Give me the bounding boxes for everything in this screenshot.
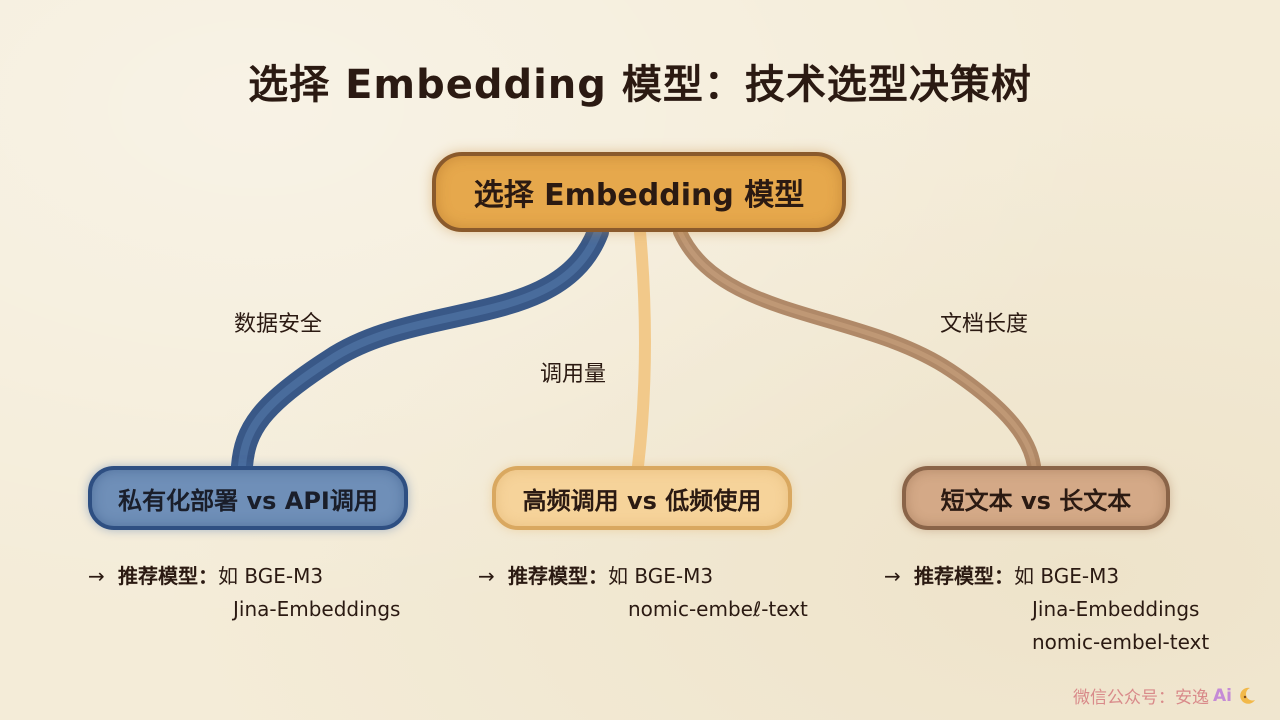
- connector-call-volume: [632, 226, 651, 472]
- model-name: 如 BGE-M3: [1014, 564, 1120, 588]
- model-name: 如 BGE-M3: [608, 564, 714, 588]
- root-node: 选择 Embedding 模型: [432, 152, 846, 232]
- branch-node-label: 高频调用 vs 低频使用: [522, 486, 762, 515]
- watermark-text: 微信公众号：安逸: [1073, 688, 1210, 708]
- page-title: 选择 Embedding 模型：技术选型决策树: [248, 62, 1032, 108]
- branch-node-label: 短文本 vs 长文本: [940, 486, 1132, 515]
- arrow-right-icon: →: [478, 564, 495, 588]
- recommend-prefix: 推荐模型：: [118, 564, 218, 588]
- connector-data-security: [231, 221, 609, 477]
- model-name: nomic-embel-text: [1032, 630, 1210, 654]
- branch-node-frequency: 高频调用 vs 低频使用: [492, 466, 792, 530]
- watermark-ai: Ai: [1213, 685, 1232, 706]
- recommend-prefix: 推荐模型：: [508, 564, 608, 588]
- branch-node-deployment: 私有化部署 vs API调用: [88, 466, 408, 530]
- model-name: 如 BGE-M3: [218, 564, 324, 588]
- recommendation-frequency: → 推荐模型： 如 BGE-M3 nomic-embeℓ-text: [478, 560, 808, 626]
- branch-node-text-length: 短文本 vs 长文本: [902, 466, 1170, 530]
- edge-label-data-security: 数据安全: [234, 312, 323, 337]
- branch-node-label: 私有化部署 vs API调用: [118, 486, 378, 515]
- arrow-right-icon: →: [88, 564, 105, 588]
- model-name: Jina-Embeddings: [233, 597, 401, 621]
- recommendation-text-length: → 推荐模型： 如 BGE-M3 Jina-Embeddings nomic-e…: [884, 560, 1209, 659]
- edge-label-call-volume: 调用量: [540, 362, 607, 387]
- moon-icon: [1240, 687, 1255, 704]
- model-name: Jina-Embeddings: [1032, 597, 1200, 621]
- root-node-label: 选择 Embedding 模型: [473, 178, 805, 213]
- edge-label-doc-length: 文档长度: [940, 312, 1029, 337]
- arrow-right-icon: →: [884, 564, 901, 588]
- watermark: 微信公众号：安逸 Ai: [1073, 683, 1258, 708]
- recommendation-deployment: → 推荐模型： 如 BGE-M3 Jina-Embeddings: [88, 560, 400, 626]
- connector-doc-length: [673, 225, 1041, 473]
- model-name: nomic-embeℓ-text: [628, 597, 808, 621]
- recommend-prefix: 推荐模型：: [914, 564, 1014, 588]
